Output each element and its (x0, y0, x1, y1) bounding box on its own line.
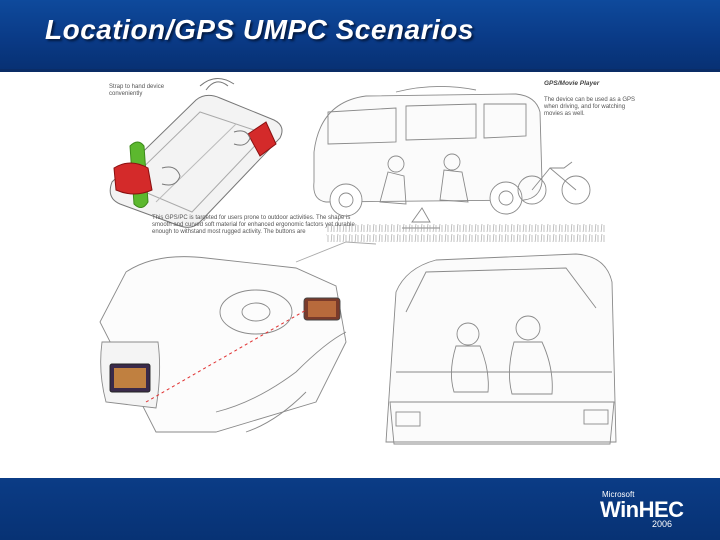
red-strap-right (247, 121, 277, 157)
gps-description-caption: This GPS/PC is targeted for users prone … (152, 215, 355, 235)
van-camping-sketch (313, 86, 606, 242)
logo-company: Microsoft (602, 490, 635, 499)
logo-year: 2006 (652, 519, 673, 529)
footer-bar (0, 478, 720, 540)
slide-title: Location/GPS UMPC Scenarios (45, 14, 474, 45)
sightline (145, 309, 307, 403)
strap-caption: Strap to hand device conveniently (109, 84, 165, 97)
suv-rear-sketch (385, 253, 617, 445)
scenario-illustration (99, 78, 617, 445)
red-strap-left (113, 162, 153, 195)
movie-player-caption: The device can be used as a GPS when dri… (544, 97, 636, 117)
movie-player-heading: GPS/Movie Player (544, 80, 600, 87)
title-bar: Location/GPS UMPC Scenarios (0, 0, 720, 72)
car-interior-sketch (99, 241, 377, 433)
logo-name: WinHEC (600, 497, 684, 522)
handheld-device-sketch (109, 78, 283, 228)
winhec-logo: Microsoft WinHEC 2006 (596, 488, 696, 530)
